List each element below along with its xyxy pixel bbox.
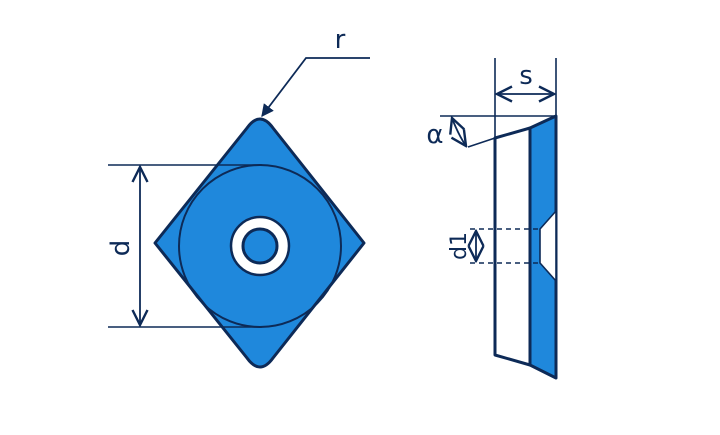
alpha-arc <box>452 118 466 146</box>
side-view: d1 s α <box>426 58 558 380</box>
front-view: d r <box>106 25 370 369</box>
s-label: s <box>519 61 533 91</box>
alpha-label: α <box>426 120 443 150</box>
center-hole-inner <box>241 227 279 265</box>
d1-label: d1 <box>447 232 472 260</box>
alpha-face-extension <box>467 137 496 148</box>
r-label: r <box>335 25 346 55</box>
side-relief-face <box>493 126 532 367</box>
d-label: d <box>106 240 136 257</box>
hole-countersink <box>539 208 557 284</box>
r-leader <box>261 57 370 118</box>
